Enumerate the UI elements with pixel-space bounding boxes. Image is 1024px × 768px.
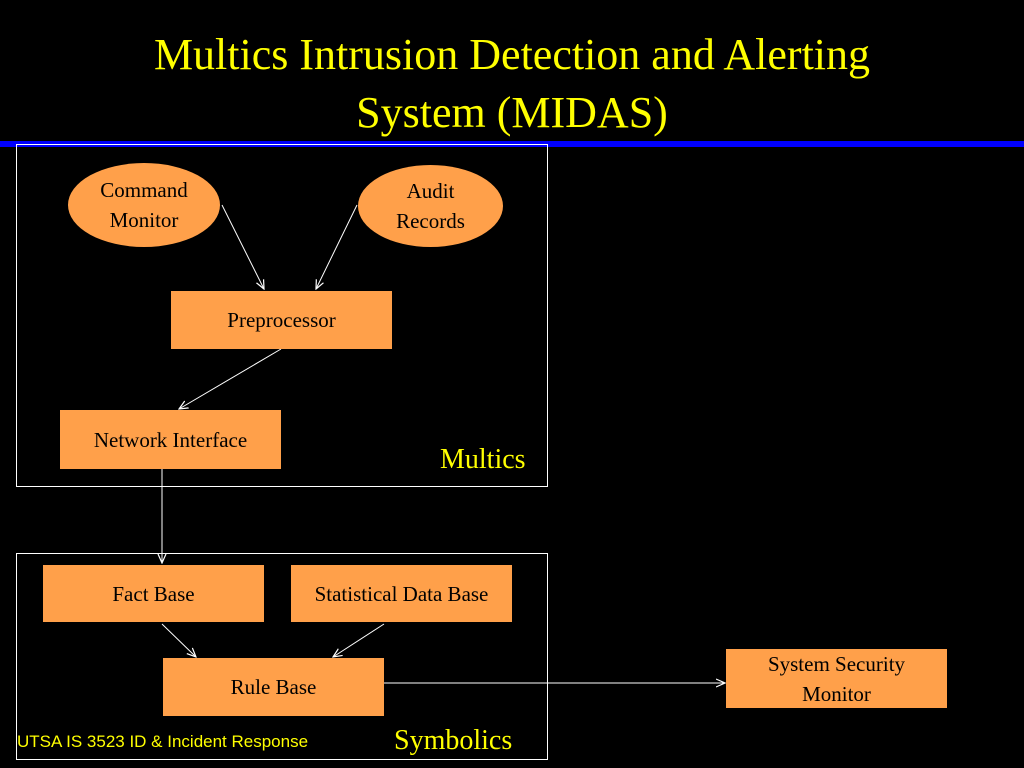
audit-records-label-line-1: Audit [406,179,455,203]
symbolics-group-label: Symbolics [394,725,513,756]
command-monitor-label-line-2: Monitor [109,208,179,232]
system-security-monitor-label-line-1: System Security [767,651,906,676]
system-security-monitor-node: System Security Monitor [726,649,947,708]
preprocessor-node: Preprocessor [171,291,392,349]
symbolics-group-frame [16,553,548,760]
statistical-data-base-label: Statistical Data Base [314,581,489,606]
edge-fact-base-to-rule-base [161,623,196,657]
edge-preprocessor-to-network-interface [179,348,282,409]
command-monitor-label-line-1: Command [100,178,188,202]
statistical-data-base-node: Statistical Data Base [291,565,512,622]
slide-title-line-2: System (MIDAS) [356,88,668,137]
preprocessor-label: Preprocessor [227,308,336,332]
audit-records-node: Audit Records [358,165,503,247]
multics-group-frame [16,144,548,487]
slide-title-line-1: Multics Intrusion Detection and Alerting [153,30,871,79]
command-monitor-node: Command Monitor [68,163,220,247]
system-security-monitor-label-line-2: Monitor [802,681,871,706]
network-interface-node: Network Interface [60,410,281,469]
network-interface-label: Network Interface [93,427,248,452]
slide-footer: UTSA IS 3523 ID & Incident Response [17,732,309,751]
rule-base-node: Rule Base [163,658,384,716]
slide-title: Multics Intrusion Detection and Alerting… [0,26,1024,142]
audit-records-label-line-2: Records [396,209,465,233]
fact-base-label: Fact Base [112,581,195,606]
edge-command-monitor-to-preprocessor [221,204,264,289]
multics-group-label: Multics [440,444,526,475]
edge-audit-records-to-preprocessor [316,204,358,289]
fact-base-node: Fact Base [43,565,264,622]
edge-statistical-data-base-to-rule-base [333,623,385,657]
rule-base-label: Rule Base [230,675,317,699]
